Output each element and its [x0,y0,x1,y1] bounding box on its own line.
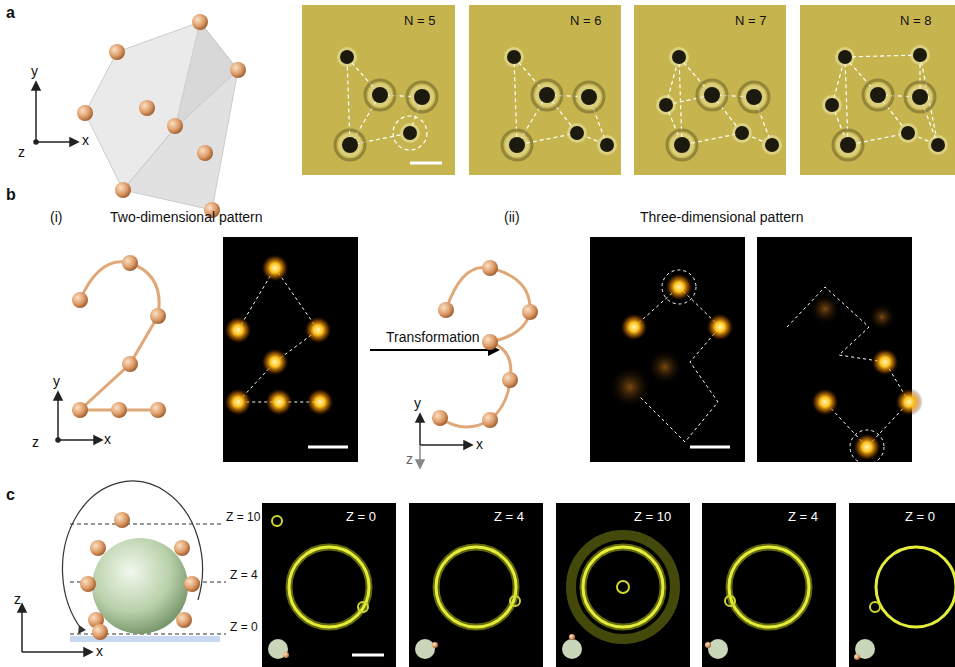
height-label: Z = 0 [905,510,935,524]
panel-letter: c [6,486,15,504]
panel-title: Three-dimensional pattern [640,210,803,225]
sub-panel-label: (i) [50,210,62,225]
panel-title: Two-dimensional pattern [110,210,263,225]
count-label: N = 6 [570,14,601,28]
axis-label: z [18,145,25,160]
height-label: Z = 4 [494,510,524,524]
axis-label: y [31,64,38,79]
count-label: N = 7 [735,14,766,28]
axis-label: x [82,133,89,148]
count-label: N = 8 [900,14,931,28]
axis-label: x [476,437,483,452]
sub-panel-label: (ii) [504,210,520,225]
axis-label: y [414,396,421,411]
axis-label: z [14,592,21,607]
count-label: N = 5 [404,14,435,28]
height-label: Z = 0 [230,621,258,634]
arrow-label: Transformation [386,330,480,345]
height-label: Z = 4 [230,569,258,582]
axis-label: x [96,644,103,659]
panel-letter: b [6,186,16,204]
axis-label: z [406,452,413,467]
height-label: Z = 0 [346,510,376,524]
height-label: Z = 10 [634,510,671,524]
height-label: Z = 4 [788,510,818,524]
axis-label: x [104,432,111,447]
panel-letter: a [6,4,15,22]
axis-label: y [53,374,60,389]
axis-label: z [32,435,39,450]
height-label: Z = 10 [226,511,260,524]
